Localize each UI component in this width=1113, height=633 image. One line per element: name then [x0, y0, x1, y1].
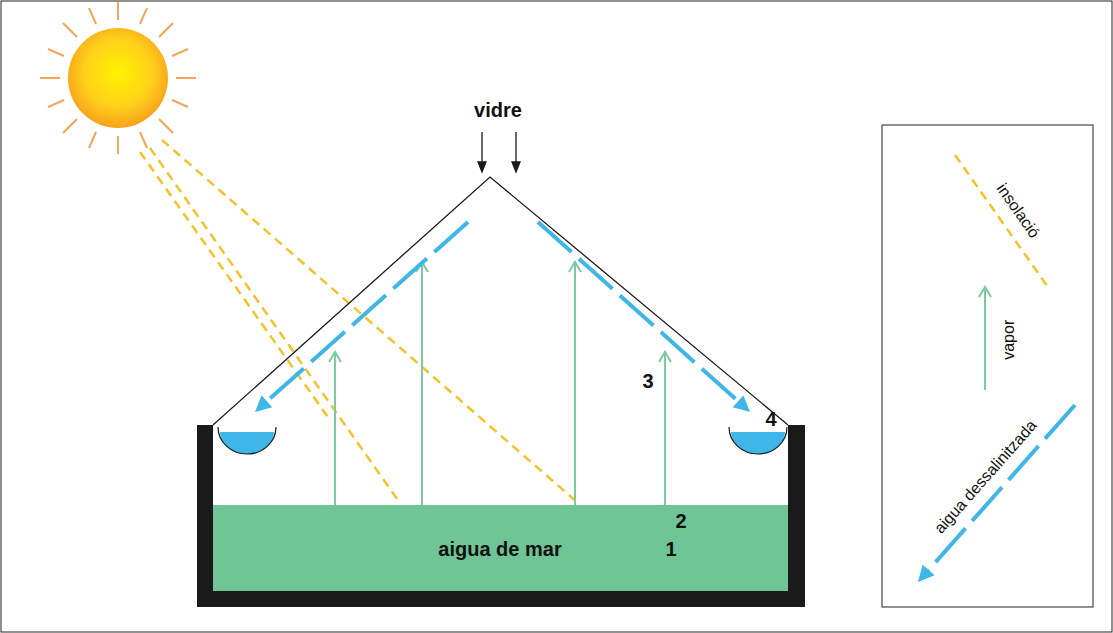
desalinated-water-arrows: [255, 222, 750, 412]
callout-number: 3: [642, 370, 653, 392]
legend-box: [882, 125, 1093, 607]
insolation-rays: [140, 140, 578, 503]
glass-label: vidre: [474, 99, 522, 121]
sun-rays: [40, 2, 196, 154]
legend-text: vapor: [1000, 320, 1018, 360]
callout-number: 1: [665, 538, 676, 560]
sun: [68, 28, 168, 128]
glass-cover: [213, 177, 788, 425]
basin: [197, 425, 805, 607]
callout-number: 2: [675, 510, 686, 532]
legend-vapour-sample: [979, 287, 991, 390]
glass-pointers: [478, 132, 520, 172]
collection-troughs: [218, 427, 787, 454]
legend-water-sample: [918, 405, 1075, 582]
water-label: aigua de mar: [438, 538, 561, 560]
callout-number: 4: [765, 408, 776, 430]
sea-water: [213, 505, 788, 591]
legend-insolation-sample: [955, 155, 1050, 290]
